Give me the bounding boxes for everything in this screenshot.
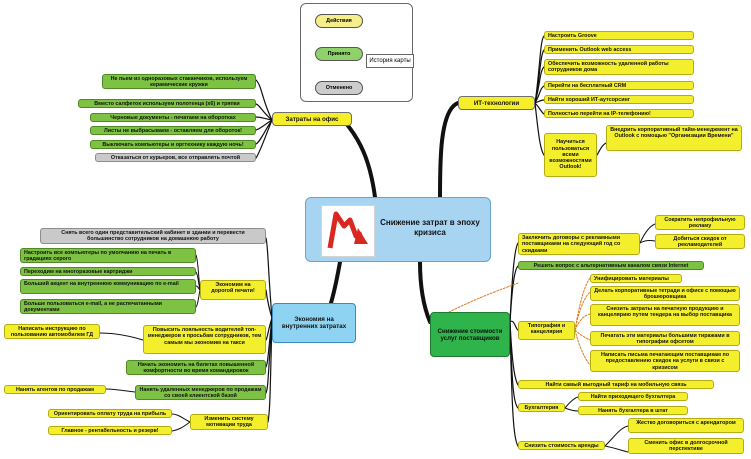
accounting-item[interactable]: Найти приходящего бухгалтера: [578, 392, 688, 401]
accounting-item[interactable]: Нанять бухгалтера в штат: [578, 406, 688, 415]
legend-actions[interactable]: Действия: [315, 14, 363, 28]
office-item[interactable]: Не пьем из одноразовых стаканчиков, испо…: [102, 74, 256, 89]
printing-supplier-item[interactable]: Написать письма печатающим поставщикам п…: [590, 350, 740, 372]
internal-agents-title[interactable]: Нанять агентов по продажам: [4, 385, 106, 394]
legend-rejected[interactable]: Отменено: [315, 81, 363, 95]
rent-item[interactable]: Сменить офис в долгосрочной перспективе: [628, 438, 744, 454]
motivation-item[interactable]: Ориентировать оплату труда на прибыль: [48, 409, 172, 418]
it-item[interactable]: Найти хороший ИТ-аутсорсинг: [544, 95, 694, 104]
it-item[interactable]: Перейти на бесплатный CRM: [544, 81, 694, 90]
branch-suppliers[interactable]: Снижение стоимости услуг поставщиков: [430, 312, 510, 357]
branch-internal-costs[interactable]: Экономия на внутренних затратах: [272, 303, 356, 343]
suppliers-ads-title[interactable]: Заключить договоры с рекламными поставщи…: [518, 233, 640, 255]
ads-item[interactable]: Сократить непрофильную рекламу: [655, 215, 745, 230]
suppliers-printing-title[interactable]: Типография и канцелярия: [518, 321, 575, 340]
suppliers-internet[interactable]: Решить вопрос с альтернативным каналом с…: [518, 261, 704, 270]
it-item[interactable]: Полностью перейти на IP-телефонию!: [544, 109, 694, 118]
falling-chart-icon: [321, 205, 375, 257]
printing-item[interactable]: Переходим на многоразовые картриджи: [20, 267, 196, 276]
office-item[interactable]: Вместо салфеток используем полотенца (х6…: [78, 99, 256, 108]
internal-motivation-title[interactable]: Изменить систему мотивации труда: [190, 414, 268, 430]
map-history-legend: Действия Принято Отменено История карты: [300, 3, 414, 102]
it-learn-outlook[interactable]: Научиться пользоваться всеми возможностя…: [544, 133, 597, 177]
printing-supplier-item[interactable]: Снизить затраты на печатную продукцию и …: [590, 304, 740, 326]
legend-title: История карты: [366, 54, 414, 68]
internal-drivers[interactable]: Повысить лояльность водителей топ-менедж…: [143, 325, 266, 354]
printing-item[interactable]: Больше пользоваться e-mail, а не распеча…: [20, 299, 196, 314]
central-topic-title: Снижение затрат в эпоху кризиса: [380, 218, 480, 237]
branch-office[interactable]: Затраты на офис: [272, 112, 352, 126]
it-item[interactable]: Настроить Groove: [544, 31, 694, 40]
it-item[interactable]: Обеспечить возможность удаленной работы …: [544, 59, 694, 75]
motivation-item[interactable]: Главное - рентабельность и резерв!: [48, 426, 172, 435]
ads-item[interactable]: Добиться скидок от рекламодателей: [655, 234, 745, 249]
printing-supplier-item[interactable]: Печатать эти материалы большими тиражами…: [590, 331, 740, 346]
central-topic[interactable]: Снижение затрат в эпоху кризиса: [305, 197, 491, 262]
office-item[interactable]: Черновые документы - печатаем на оборотк…: [90, 113, 256, 122]
it-time-management[interactable]: Внедрить корпоративный тайм-менеджмент н…: [606, 125, 742, 151]
office-item[interactable]: Листы не выбрасываем - оставляем для обо…: [90, 126, 256, 135]
internal-printing-title[interactable]: Экономим на дорогой печати!: [200, 280, 266, 300]
rent-item[interactable]: Жестко договориться с арендатором: [628, 418, 744, 433]
suppliers-rent-title[interactable]: Снизить стоимость аренды: [518, 441, 605, 450]
internal-agents[interactable]: Нанять удаленных менеджеров по продажам …: [135, 385, 266, 400]
it-item[interactable]: Применить Outlook web access: [544, 45, 694, 54]
office-item[interactable]: Отказаться от курьеров, все отправлять п…: [95, 153, 256, 162]
printing-item[interactable]: Настроить все компьютеры по умолчанию на…: [20, 248, 196, 263]
internal-office-item[interactable]: Снять всего один представительский кабин…: [40, 228, 266, 244]
printing-item[interactable]: Больший акцент на внутреннюю коммуникаци…: [20, 279, 196, 294]
internal-instruction[interactable]: Написать инструкцию по пользованию автом…: [4, 324, 100, 339]
printing-supplier-item[interactable]: Унифицировать материалы: [590, 274, 682, 283]
suppliers-accounting-title[interactable]: Бухгалтерия: [518, 403, 565, 412]
internal-tickets[interactable]: Начать экономить на билетах повышенной к…: [126, 360, 266, 375]
suppliers-mobile[interactable]: Найти самый выгодный тариф на мобильную …: [518, 380, 714, 389]
office-item[interactable]: Выключать компьютеры и оргтехнику каждую…: [90, 140, 256, 149]
branch-it[interactable]: ИТ-технологии: [458, 96, 535, 110]
legend-accepted[interactable]: Принято: [315, 47, 363, 61]
printing-supplier-item[interactable]: Делать корпоративные тетради и офисе с п…: [590, 286, 740, 301]
